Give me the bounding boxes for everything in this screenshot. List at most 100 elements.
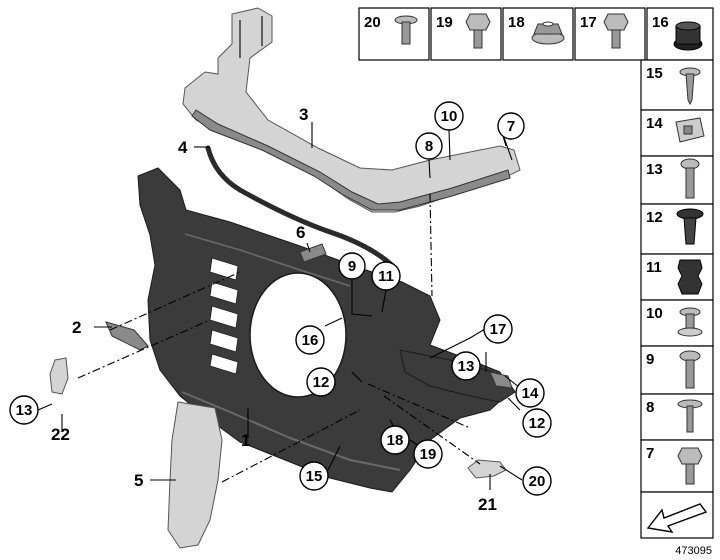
callout-9: 9 [338, 252, 366, 280]
legend-top: 20 19 18 17 [358, 7, 714, 61]
air-duct-5 [167, 401, 223, 549]
flange-nut-icon [531, 21, 565, 45]
callout-20: 20 [522, 466, 552, 496]
seal-strip [205, 145, 398, 271]
svg-text:12: 12 [646, 209, 663, 226]
legend-item-9: 9 [640, 345, 714, 395]
legend-item-20: 20 [358, 7, 430, 61]
svg-text:16: 16 [652, 14, 669, 31]
torx-bolt-icon [680, 158, 700, 199]
svg-text:15: 15 [646, 65, 663, 82]
legend-item-10: 10 [640, 299, 714, 347]
callout-17: 17 [483, 314, 513, 344]
svg-text:13: 13 [16, 402, 33, 419]
svg-text:10: 10 [646, 305, 663, 322]
svg-text:15: 15 [306, 468, 323, 485]
legend-item-8: 8 [640, 393, 714, 441]
legend-item-11: 11 [640, 253, 714, 301]
callout-13a: 13 [451, 351, 481, 381]
legend-item-13: 13 [640, 155, 714, 205]
bracket-2 [105, 321, 149, 351]
svg-text:16: 16 [302, 332, 319, 349]
callout-5: 5 [134, 471, 143, 490]
callout-15: 15 [299, 461, 329, 491]
svg-text:14: 14 [646, 115, 663, 132]
callout-6: 6 [296, 223, 305, 242]
callout-7: 7 [497, 112, 525, 140]
legend-item-7: 7 [640, 439, 714, 493]
hex-bolt-icon [465, 13, 491, 49]
callout-22: 22 [51, 425, 70, 444]
bellows-grommet-icon [677, 259, 703, 295]
callout-18: 18 [380, 425, 410, 455]
callout-16: 16 [295, 325, 325, 355]
svg-text:18: 18 [387, 432, 404, 449]
tapping-screw-icon [679, 67, 701, 106]
legend-side: 15 14 13 12 [640, 59, 714, 539]
svg-text:11: 11 [646, 259, 662, 276]
rubber-grommet-icon [673, 21, 703, 51]
assembly-lines [77, 193, 481, 483]
legend-direction-arrow [640, 491, 714, 539]
svg-text:17: 17 [580, 14, 597, 31]
expanding-rivet-icon [677, 307, 703, 337]
svg-text:13: 13 [458, 358, 475, 375]
callouts: 1 2 3 4 5 6 7 8 9 10 11 12 12 13 13 14 1… [9, 101, 552, 514]
legend-item-17: 17 [574, 7, 646, 61]
callout-12a: 12 [306, 367, 336, 397]
figure-ref: 473095 [675, 545, 712, 557]
bracket-6 [299, 243, 327, 263]
svg-text:20: 20 [529, 473, 546, 490]
callout-11: 11 [371, 261, 401, 291]
callout-13b: 13 [9, 395, 39, 425]
hex-bolt-icon [603, 13, 629, 49]
svg-text:7: 7 [507, 118, 515, 135]
svg-text:12: 12 [313, 374, 330, 391]
front-carrier [137, 167, 511, 493]
svg-text:12: 12 [529, 415, 546, 432]
svg-text:13: 13 [646, 161, 663, 178]
svg-text:8: 8 [425, 138, 433, 155]
legend-item-19: 19 [430, 7, 502, 61]
bracket-14 [489, 371, 513, 389]
leader-lines [37, 122, 523, 490]
legend-item-12: 12 [640, 203, 714, 255]
svg-text:7: 7 [646, 445, 654, 462]
svg-text:9: 9 [646, 351, 654, 368]
plastic-rivet-icon [676, 208, 704, 245]
clamp-21 [467, 459, 507, 479]
callout-10: 10 [434, 101, 464, 131]
svg-text:11: 11 [378, 268, 394, 285]
svg-text:14: 14 [522, 385, 539, 402]
upper-carrier-bar [182, 7, 521, 213]
callout-19: 19 [413, 439, 443, 469]
legend-item-16: 16 [646, 7, 714, 61]
callout-2: 2 [72, 318, 81, 337]
callout-21: 21 [478, 495, 497, 514]
callout-3: 3 [299, 105, 308, 124]
callout-1: 1 [241, 431, 250, 450]
callout-4: 4 [178, 138, 188, 157]
screw-washer-icon [394, 15, 418, 45]
svg-text:8: 8 [646, 399, 654, 416]
direction-arrow-icon [646, 503, 708, 533]
svg-text:10: 10 [441, 108, 458, 125]
svg-text:20: 20 [364, 14, 381, 31]
bracket-22 [49, 357, 69, 395]
legend-item-15: 15 [640, 59, 714, 111]
torx-screw-icon [679, 350, 701, 389]
legend-item-14: 14 [640, 109, 714, 157]
legend-item-18: 18 [502, 7, 574, 61]
washer-screw-icon [677, 399, 703, 433]
svg-text:17: 17 [490, 321, 507, 338]
svg-text:19: 19 [436, 14, 453, 31]
callout-8: 8 [415, 132, 443, 160]
callout-12b: 12 [522, 408, 552, 438]
callout-14: 14 [515, 378, 545, 408]
clip-nut-icon [675, 117, 705, 143]
hex-bolt-icon [677, 447, 703, 485]
svg-text:19: 19 [420, 446, 437, 463]
svg-text:9: 9 [348, 258, 356, 275]
svg-text:18: 18 [508, 14, 525, 31]
